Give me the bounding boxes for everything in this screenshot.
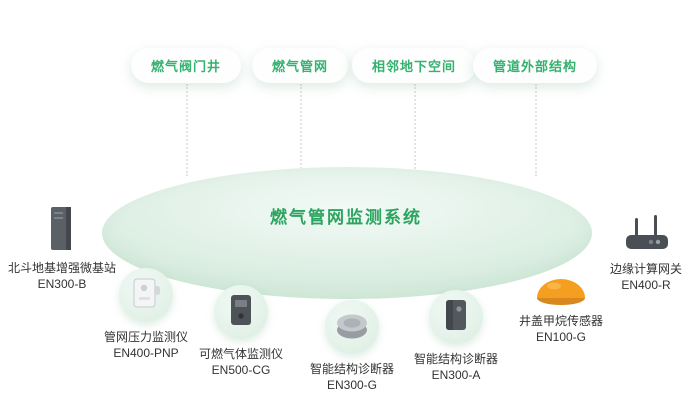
- device-name: 北斗地基增强微基站: [7, 261, 116, 275]
- device-en400-pnp: 管网压力监测仪 EN400-PNP: [71, 268, 221, 361]
- device-name: 智能结构诊断器: [309, 362, 394, 376]
- gas-detector-icon: [226, 292, 256, 333]
- structure-diagnoser-icon: [442, 297, 470, 338]
- connector-line: [414, 84, 416, 176]
- device-name: 智能结构诊断器: [413, 352, 498, 366]
- manhole-methane-sensor-icon: [534, 274, 588, 306]
- base-station-icon: [45, 203, 79, 253]
- connector-line: [300, 84, 302, 176]
- device-en400-r: 边缘计算网关 EN400-R: [571, 214, 692, 293]
- device-en500-cg: 可燃气体监测仪 EN500-CG: [166, 285, 316, 378]
- device-name: 边缘计算网关: [609, 262, 682, 276]
- category-pill-pipeline-external-structure: 管道外部结构: [472, 48, 598, 83]
- device-model: EN100-G: [535, 330, 587, 345]
- device-en300-a: 智能结构诊断器 EN300-A: [381, 290, 531, 383]
- device-model: EN300-A: [431, 368, 481, 383]
- device-name: 管网压力监测仪: [103, 330, 188, 344]
- category-pill-adjacent-underground-space: 相邻地下空间: [351, 48, 477, 83]
- category-pill-gas-pipeline-network: 燃气管网: [251, 48, 349, 83]
- connector-line: [186, 84, 188, 176]
- device-name: 井盖甲烷传感器: [518, 314, 603, 328]
- device-en300-g: 智能结构诊断器 EN300-G: [277, 300, 427, 393]
- category-label: 燃气阀门井: [150, 59, 222, 74]
- system-title: 燃气管网监测系统: [270, 208, 422, 227]
- device-en300-b: 北斗地基增强微基站 EN300-B: [0, 203, 137, 292]
- device-model: EN400-R: [621, 278, 671, 293]
- connector-line: [535, 84, 537, 176]
- device-name: 可燃气体监测仪: [198, 347, 283, 361]
- device-en100-g: 井盖甲烷传感器 EN100-G: [486, 274, 636, 345]
- category-label: 管道外部结构: [492, 59, 578, 74]
- edge-gateway-icon: [620, 214, 672, 254]
- category-label: 燃气管网: [271, 59, 329, 74]
- device-model: EN300-G: [326, 378, 378, 393]
- device-model: EN300-B: [37, 277, 87, 292]
- device-model: EN400-PNP: [113, 346, 179, 361]
- platform-ellipse: [102, 167, 592, 299]
- pressure-monitor-icon: [129, 275, 163, 316]
- category-pill-gas-valve-well: 燃气阀门井: [130, 48, 242, 83]
- device-model: EN500-CG: [211, 363, 271, 378]
- category-label: 相邻地下空间: [371, 59, 457, 74]
- structure-diagnoser-icon: [332, 308, 372, 347]
